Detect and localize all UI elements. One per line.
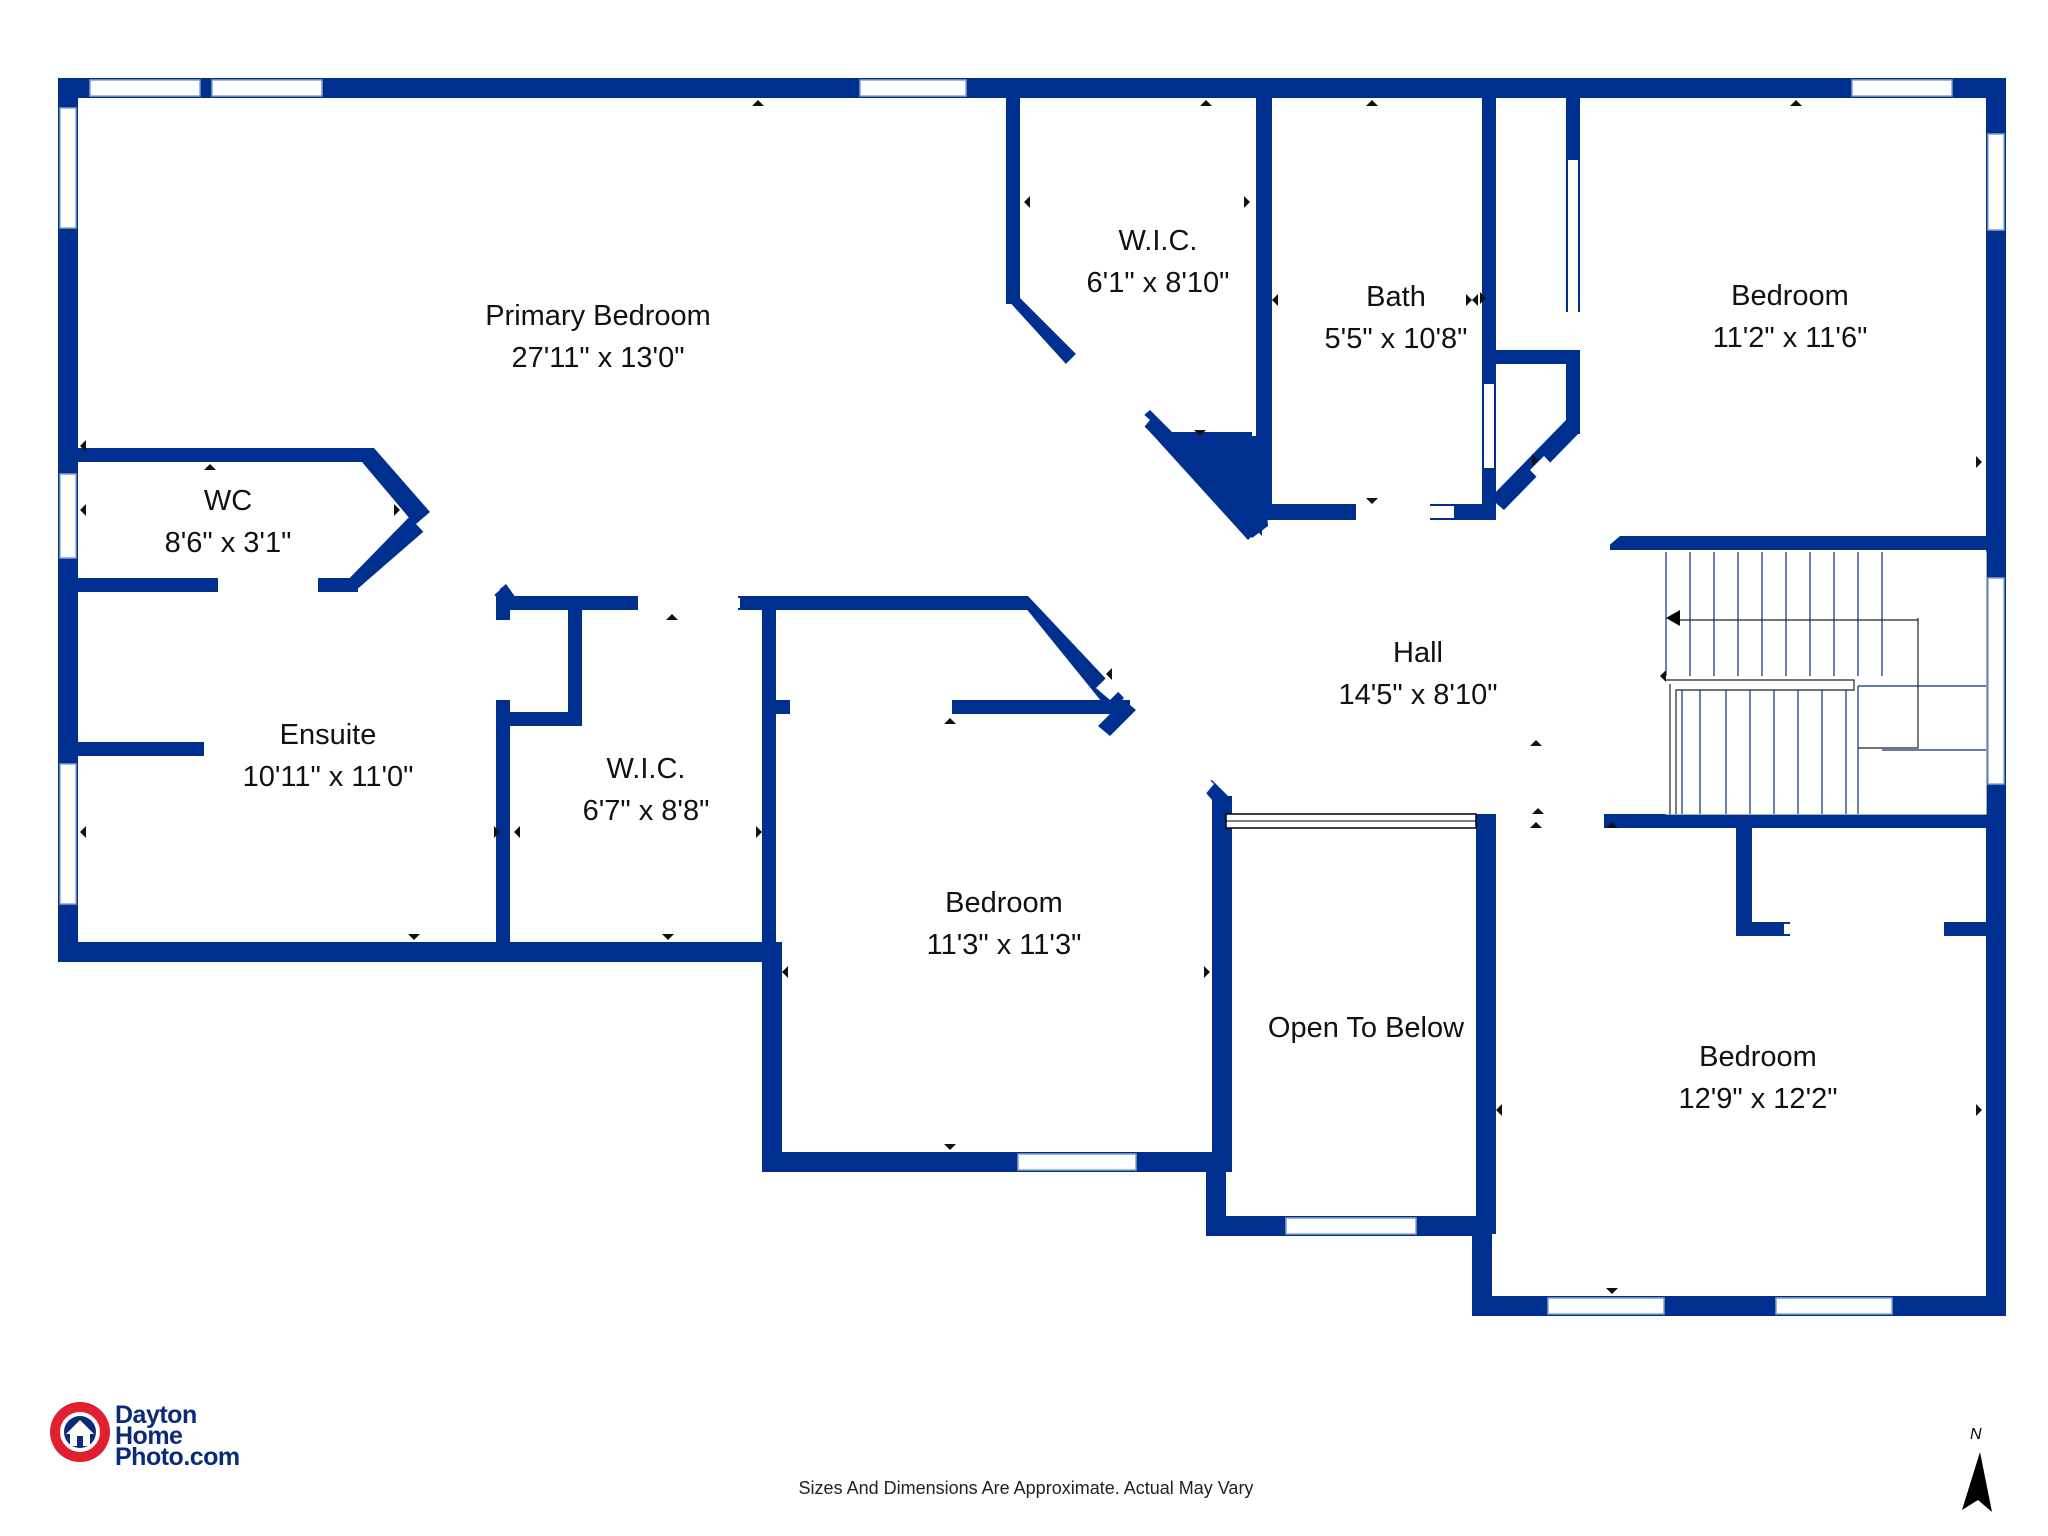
room-wc: WC 8'6" x 3'1" [165, 480, 292, 564]
open-to-below-rail [1225, 813, 1477, 829]
room-size: 10'11" x 11'0" [242, 761, 414, 793]
room-size: 8'6" x 3'1" [164, 527, 292, 559]
stairs [1665, 551, 1987, 815]
room-name: Bedroom [1731, 280, 1849, 312]
room-size: 11'3" x 11'3" [926, 929, 1082, 961]
room-name: Bedroom [945, 887, 1063, 919]
room-name: Bedroom [1699, 1041, 1817, 1073]
walls [58, 78, 2006, 1316]
room-hall: Hall 14'5" x 8'10" [1338, 632, 1497, 716]
room-size: 6'1" x 8'10" [1086, 267, 1230, 299]
room-bath: Bath 5'5" x 10'8" [1325, 276, 1468, 360]
room-open-to-below: Open To Below [1268, 1007, 1464, 1049]
logo-line: Home [115, 1422, 183, 1450]
room-name: WC [203, 485, 253, 517]
room-name: Primary Bedroom [485, 300, 711, 332]
logo-wordmark: Dayton Home Photo.com [115, 1401, 240, 1471]
stair-direction-arrow-icon [1666, 610, 1680, 626]
room-size: 6'7" x 8'8" [582, 795, 710, 827]
room-wic-top: W.I.C. 6'1" x 8'10" [1087, 220, 1230, 304]
logo-line: Dayton [115, 1401, 197, 1429]
room-name: Hall [1393, 637, 1443, 669]
room-name: Bath [1366, 281, 1426, 313]
room-size: 27'11" x 13'0" [511, 342, 685, 374]
room-size: 5'5" x 10'8" [1324, 323, 1468, 355]
door-openings [218, 160, 1944, 934]
room-name: W.I.C. [606, 753, 686, 785]
room-size: 14'5" x 8'10" [1338, 679, 1498, 711]
room-bedroom-center: Bedroom 11'3" x 11'3" [927, 882, 1082, 966]
room-bedroom-se: Bedroom 12'9" x 12'2" [1678, 1036, 1837, 1120]
logo-mark [50, 1402, 110, 1462]
north-label: N [1970, 1426, 1982, 1443]
dimension-markers [80, 100, 1982, 1294]
windows [59, 79, 2005, 1315]
room-size: 11'2" x 11'6" [1712, 322, 1868, 354]
room-wic-mid: W.I.C. 6'7" x 8'8" [583, 748, 710, 832]
room-ensuite: Ensuite 10'11" x 11'0" [243, 714, 414, 798]
closet-void [1164, 438, 1262, 536]
room-name: Ensuite [279, 719, 377, 751]
north-arrow-icon [1962, 1452, 1992, 1512]
room-size: 12'9" x 12'2" [1678, 1083, 1838, 1115]
room-primary-bedroom: Primary Bedroom 27'11" x 13'0" [485, 295, 711, 379]
logo-line: Photo.com [115, 1443, 240, 1471]
disclaimer-text: Sizes And Dimensions Are Approximate. Ac… [798, 1478, 1254, 1498]
room-bedroom-ne: Bedroom 11'2" x 11'6" [1713, 275, 1868, 359]
room-name: W.I.C. [1118, 225, 1198, 257]
room-name: Open To Below [1267, 1012, 1465, 1044]
